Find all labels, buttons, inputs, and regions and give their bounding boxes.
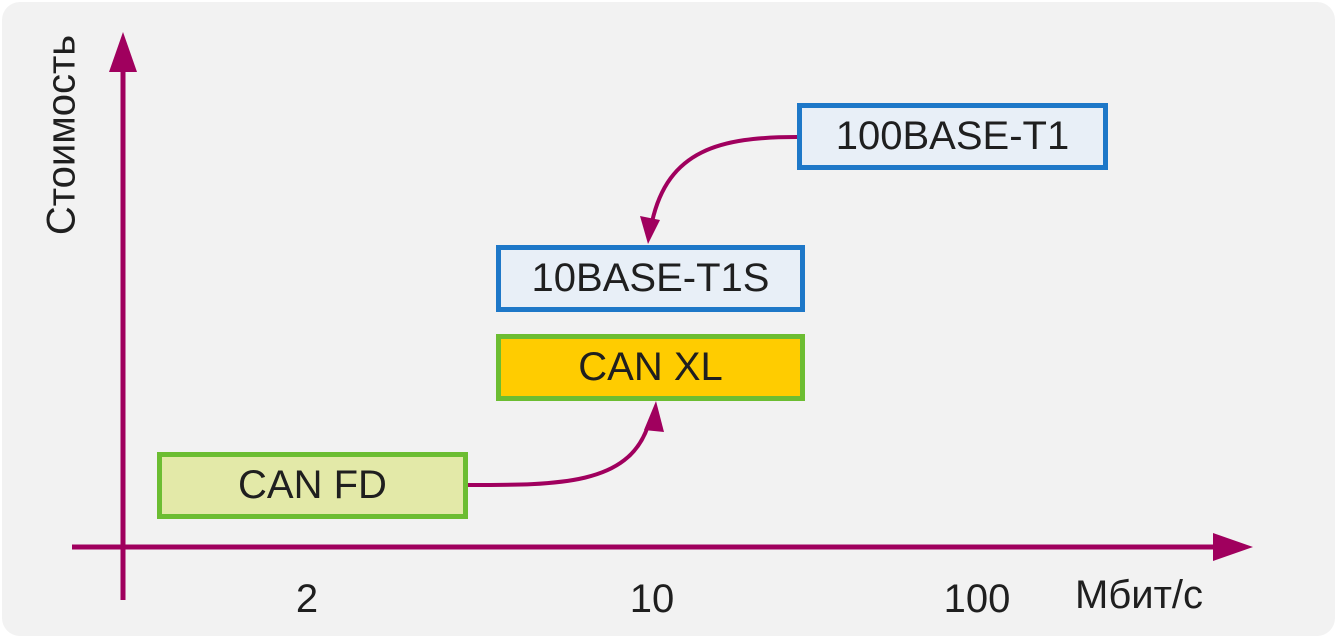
y-axis-arrowhead (109, 32, 137, 72)
arrow-100base-to-10base-head (640, 216, 660, 244)
arrow-canfd-to-canxl (467, 425, 650, 487)
x-tick-label: 100 (943, 577, 1011, 621)
arrow-canfd-to-canxl-head (644, 401, 664, 432)
box-100base-t1-label: 100BASE-T1 (835, 114, 1070, 158)
box-100base-t1: 100BASE-T1 (797, 103, 1108, 170)
box-10base-t1s-label: 10BASE-T1S (531, 256, 770, 300)
x-axis-unit-label: Мбит/с (1075, 573, 1204, 617)
box-can-xl: CAN XL (496, 334, 805, 401)
box-can-xl-label: CAN XL (578, 345, 723, 389)
x-tick-label: 2 (295, 577, 319, 621)
y-axis-label: Стоимость (39, 34, 84, 236)
x-tick-label: 10 (629, 577, 675, 621)
x-axis-arrowhead (1213, 533, 1253, 561)
arrow-100base-to-10base (650, 135, 798, 223)
box-can-fd-label: CAN FD (238, 463, 387, 507)
box-can-fd: CAN FD (157, 452, 468, 519)
box-10base-t1s: 10BASE-T1S (496, 245, 805, 312)
